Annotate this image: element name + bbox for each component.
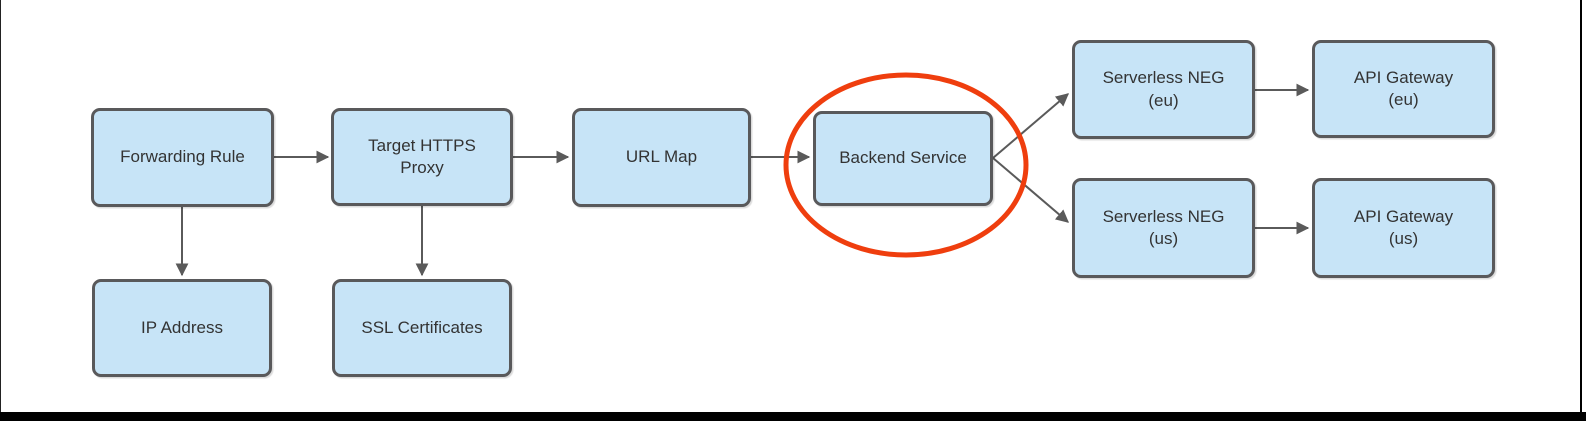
node-api-gateway-eu: API Gateway (eu) — [1312, 40, 1495, 138]
node-api-gateway-us: API Gateway (us) — [1312, 178, 1495, 278]
highlight-ellipse — [783, 72, 1029, 258]
node-forwarding-rule: Forwarding Rule — [91, 108, 274, 207]
frame-bottom-border — [0, 412, 1586, 421]
node-serverless-neg-eu: Serverless NEG (eu) — [1072, 40, 1255, 139]
frame-right-border — [1580, 0, 1582, 421]
node-ip-address: IP Address — [92, 279, 272, 377]
edge-backend-service-to-serverless-neg-us — [992, 157, 1069, 223]
node-serverless-neg-us: Serverless NEG (us) — [1072, 178, 1255, 278]
node-url-map: URL Map — [572, 108, 751, 207]
edge-backend-service-to-serverless-neg-eu — [992, 93, 1069, 159]
frame-left-border — [0, 0, 1, 421]
node-backend-service: Backend Service — [813, 111, 993, 206]
node-ssl-certificates: SSL Certificates — [332, 279, 512, 377]
node-target-https-proxy: Target HTTPS Proxy — [331, 108, 513, 206]
